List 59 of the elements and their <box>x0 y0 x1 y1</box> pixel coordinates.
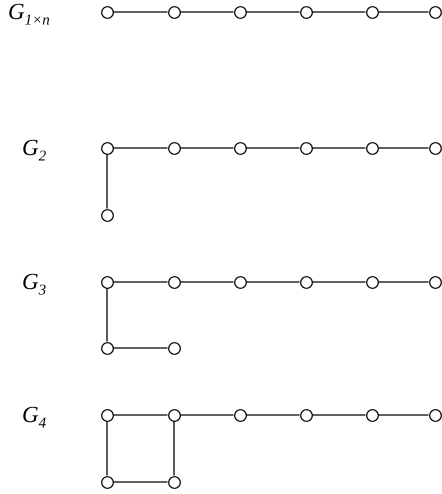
edge-line <box>106 422 108 476</box>
vertex-circle <box>234 408 246 422</box>
edge-line <box>378 11 428 13</box>
edge-line <box>173 422 175 476</box>
vertex-circle <box>100 208 114 222</box>
edge-line <box>114 414 168 416</box>
vertex-circle <box>300 408 312 422</box>
vertex-circle <box>168 6 180 18</box>
edge-line <box>106 154 108 208</box>
vertex-circle <box>300 142 312 154</box>
edge-line <box>114 11 168 13</box>
vertex-circle <box>366 6 378 18</box>
vertex-circle <box>168 408 180 422</box>
edge-line <box>378 414 428 416</box>
edge-line <box>378 281 428 283</box>
vertex-circle <box>168 476 180 488</box>
vertex-circle <box>428 142 442 154</box>
vertex-circle <box>428 408 442 422</box>
graph-label: G$_{2}$ <box>22 136 46 165</box>
vertex-circle <box>168 276 180 288</box>
vertex-circle <box>100 276 114 288</box>
vertex-circle <box>428 6 442 18</box>
edge-line <box>114 347 168 349</box>
edge-line <box>312 414 366 416</box>
vertex-circle <box>428 276 442 288</box>
edge-line <box>180 147 234 149</box>
edge-line <box>246 414 300 416</box>
edge-line <box>180 11 234 13</box>
edge-line <box>312 281 366 283</box>
graph-label: G$_{3}$ <box>22 270 46 299</box>
vertex-circle <box>366 142 378 154</box>
edge-line <box>378 147 428 149</box>
vertex-circle <box>234 142 246 154</box>
graph-label: G$_{1×n}$ <box>8 0 50 29</box>
edge-line <box>180 414 234 416</box>
edge-line <box>246 11 300 13</box>
edge-line <box>114 481 168 483</box>
edge-line <box>246 281 300 283</box>
vertex-circle <box>300 276 312 288</box>
vertex-circle <box>366 408 378 422</box>
edge-line <box>106 288 108 342</box>
vertex-circle <box>100 142 114 154</box>
vertex-circle <box>168 142 180 154</box>
vertex-circle <box>234 276 246 288</box>
edge-line <box>312 147 366 149</box>
edge-line <box>246 147 300 149</box>
vertex-circle <box>100 408 114 422</box>
edge-line <box>114 147 168 149</box>
edge-line <box>180 281 234 283</box>
vertex-circle <box>100 342 114 354</box>
vertex-circle <box>100 476 114 488</box>
vertex-circle <box>168 342 180 354</box>
vertex-circle <box>366 276 378 288</box>
vertex-circle <box>100 6 114 18</box>
edge-line <box>312 11 366 13</box>
vertex-circle <box>234 6 246 18</box>
vertex-circle <box>300 6 312 18</box>
graph-label: G$_{4}$ <box>22 403 46 432</box>
edge-line <box>114 281 168 283</box>
